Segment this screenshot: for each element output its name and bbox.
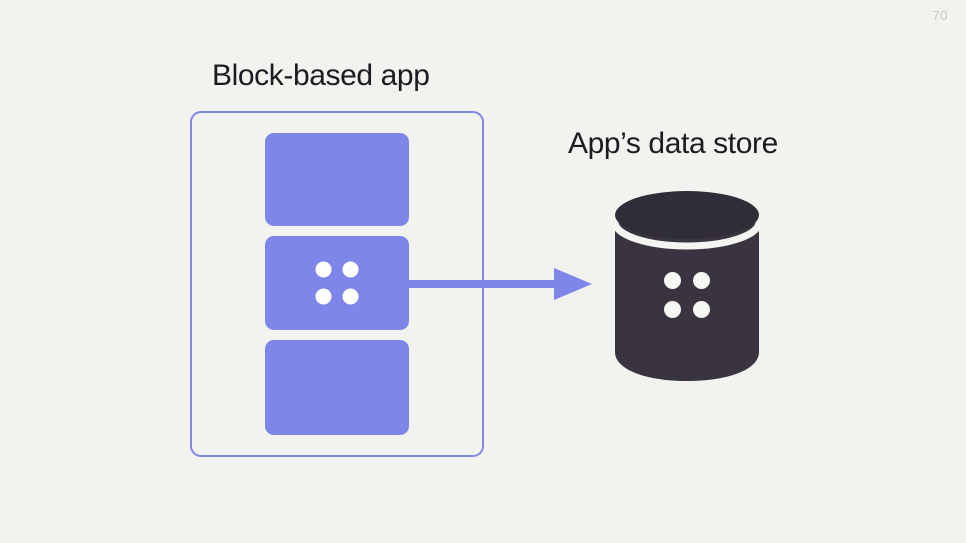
data-store-title: App’s data store — [568, 127, 778, 160]
dot-top-right — [342, 261, 359, 278]
arrow-right-icon — [336, 268, 592, 300]
app-block-top[interactable] — [265, 133, 409, 226]
page-number: 70 — [932, 8, 948, 23]
dot-top-right — [693, 271, 710, 289]
dot-bottom-right — [693, 300, 710, 318]
dot-top-left — [664, 271, 681, 289]
arrow-shape — [336, 268, 592, 300]
dot-bottom-right — [342, 288, 359, 305]
four-dot-grid-icon — [664, 271, 710, 318]
app-block-bottom[interactable] — [265, 340, 409, 435]
block-based-app-title: Block-based app — [212, 59, 430, 92]
dot-bottom-left — [315, 288, 332, 305]
four-dot-grid-icon — [315, 261, 359, 305]
dot-bottom-left — [664, 300, 681, 318]
database-cylinder-icon — [608, 190, 766, 384]
cylinder-top — [615, 191, 759, 239]
dot-top-left — [315, 261, 332, 278]
database-cylinder-shape — [611, 191, 763, 381]
cylinder-body — [615, 216, 759, 381]
